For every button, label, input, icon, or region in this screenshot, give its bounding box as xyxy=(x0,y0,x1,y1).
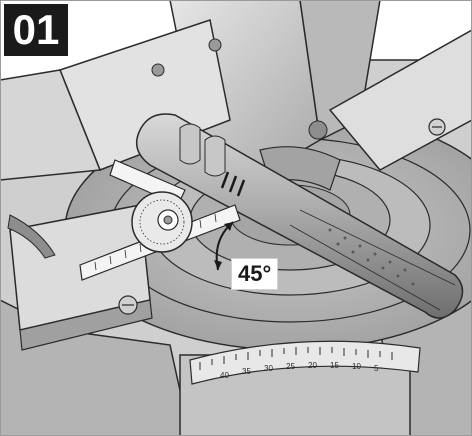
miter-scale: 40 35 30 25 20 15 10 5 xyxy=(189,340,421,385)
scale-number-15: 15 xyxy=(330,361,339,370)
angle-protractor xyxy=(79,159,241,281)
scale-number-5: 5 xyxy=(374,364,379,373)
scale-number-10: 10 xyxy=(352,362,361,371)
scale-number-20: 20 xyxy=(308,361,317,370)
bosch-logo-icon xyxy=(118,118,446,315)
scale-number-35: 35 xyxy=(242,367,251,376)
double-arrow-icon xyxy=(214,221,234,271)
saw-handle xyxy=(135,113,464,319)
scale-number-40: 40 xyxy=(220,371,229,380)
step-number-badge: 01 xyxy=(4,4,68,56)
scale-number-30: 30 xyxy=(264,364,273,373)
scale-number-25: 25 xyxy=(286,362,295,371)
angle-label: 45° xyxy=(231,258,279,290)
